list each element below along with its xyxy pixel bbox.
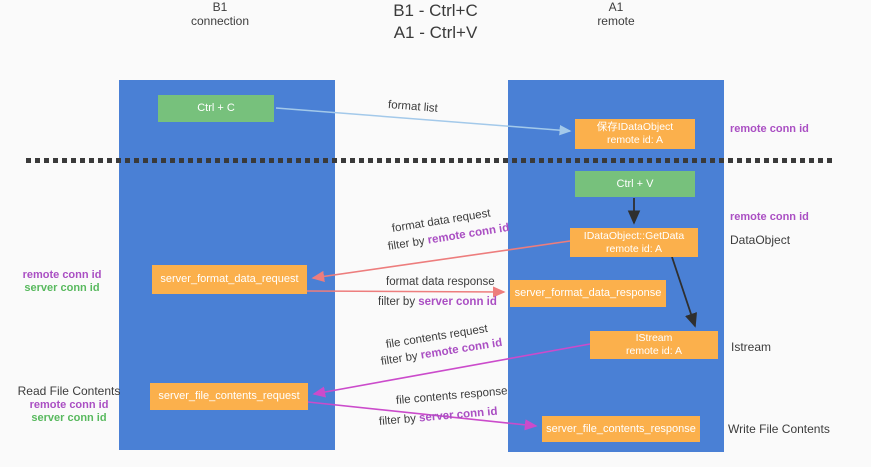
- remote-conn-id-label-mid: remote conn id: [730, 211, 809, 223]
- server-file-contents-response-box: server_file_contents_response: [542, 416, 700, 442]
- server-file-contents-request-label: server_file_contents_request: [158, 390, 300, 402]
- server-format-data-request-box: server_format_data_request: [152, 265, 307, 294]
- title-line-2: A1 - Ctrl+V: [393, 23, 478, 42]
- filter-by-prefix: filter by: [378, 296, 419, 308]
- left-server-conn-id-label: server conn id: [24, 282, 100, 294]
- ctrl-c-label: Ctrl + C: [197, 102, 235, 114]
- ctrl-c-box: Ctrl + C: [158, 95, 274, 122]
- lifeline-a1-subtitle: remote: [597, 14, 635, 28]
- istream-side-label: Istream: [731, 340, 772, 354]
- diagram-title: B1 - Ctrl+C A1 - Ctrl+V: [0, 0, 871, 44]
- filter-key-server-conn-id: server conn id: [418, 296, 497, 308]
- filter-key-server-conn-id: server conn id: [418, 405, 498, 425]
- dataobject-label: DataObject: [730, 233, 791, 247]
- save-idataobject-box: 保存IDataObject remote id: A: [575, 119, 695, 149]
- lifeline-header-a1: A1 remote: [508, 0, 724, 28]
- lifeline-b1-name: B1: [212, 0, 228, 14]
- filter-by-prefix: filter by: [387, 234, 429, 253]
- read-file-contents-label: Read File Contents: [17, 384, 121, 398]
- left-file-server-conn-id-label: server conn id: [31, 412, 107, 424]
- arrow-format-data-response: [306, 286, 506, 298]
- format-data-response-arrow-label: format data response: [386, 276, 495, 288]
- getdata-line1: IDataObject::GetData: [583, 229, 685, 242]
- left-remote-conn-id-label: remote conn id: [22, 269, 102, 281]
- getdata-line2: remote id: A: [605, 242, 663, 255]
- dashed-separator-line: [26, 158, 832, 163]
- istream-box: IStream remote id: A: [590, 331, 718, 359]
- server-file-contents-response-label: server_file_contents_response: [546, 422, 696, 435]
- lifeline-b1-subtitle: connection: [190, 14, 250, 28]
- server-format-data-request-label: server_format_data_request: [160, 273, 299, 285]
- left-file-remote-conn-id-label: remote conn id: [29, 399, 109, 411]
- left-file-conn-id-labels: Read File Contents remote conn id server…: [10, 384, 128, 425]
- ctrl-v-box: Ctrl + V: [575, 171, 695, 197]
- title-line-1: B1 - Ctrl+C: [393, 1, 478, 20]
- server-file-contents-request-box: server_file_contents_request: [150, 383, 308, 410]
- save-idataobject-line2: remote id: A: [606, 134, 664, 146]
- left-format-conn-id-labels: remote conn id server conn id: [12, 269, 112, 295]
- server-format-data-response-box: server_format_data_response: [510, 280, 666, 307]
- filter-by-prefix: filter by: [378, 412, 420, 428]
- file-contents-response-filter-label: filter by server conn id: [378, 406, 497, 428]
- server-format-data-response-label: server_format_data_response: [514, 287, 662, 299]
- format-data-response-filter-label: filter by server conn id: [378, 296, 497, 308]
- istream-line1: IStream: [635, 332, 673, 344]
- ctrl-v-label: Ctrl + V: [616, 177, 654, 190]
- idataobject-getdata-box: IDataObject::GetData remote id: A: [570, 228, 698, 257]
- remote-conn-id-label-top: remote conn id: [730, 123, 809, 135]
- save-idataobject-line1: 保存IDataObject: [596, 121, 674, 133]
- lifeline-a1-name: A1: [608, 0, 624, 14]
- format-list-arrow-label: format list: [387, 99, 439, 115]
- filter-by-prefix: filter by: [380, 349, 422, 368]
- file-contents-response-arrow-label: file contents response: [395, 385, 508, 407]
- write-file-contents-label: Write File Contents: [728, 422, 830, 436]
- istream-line2: remote id: A: [625, 345, 683, 357]
- lifeline-header-b1: B1 connection: [112, 0, 328, 28]
